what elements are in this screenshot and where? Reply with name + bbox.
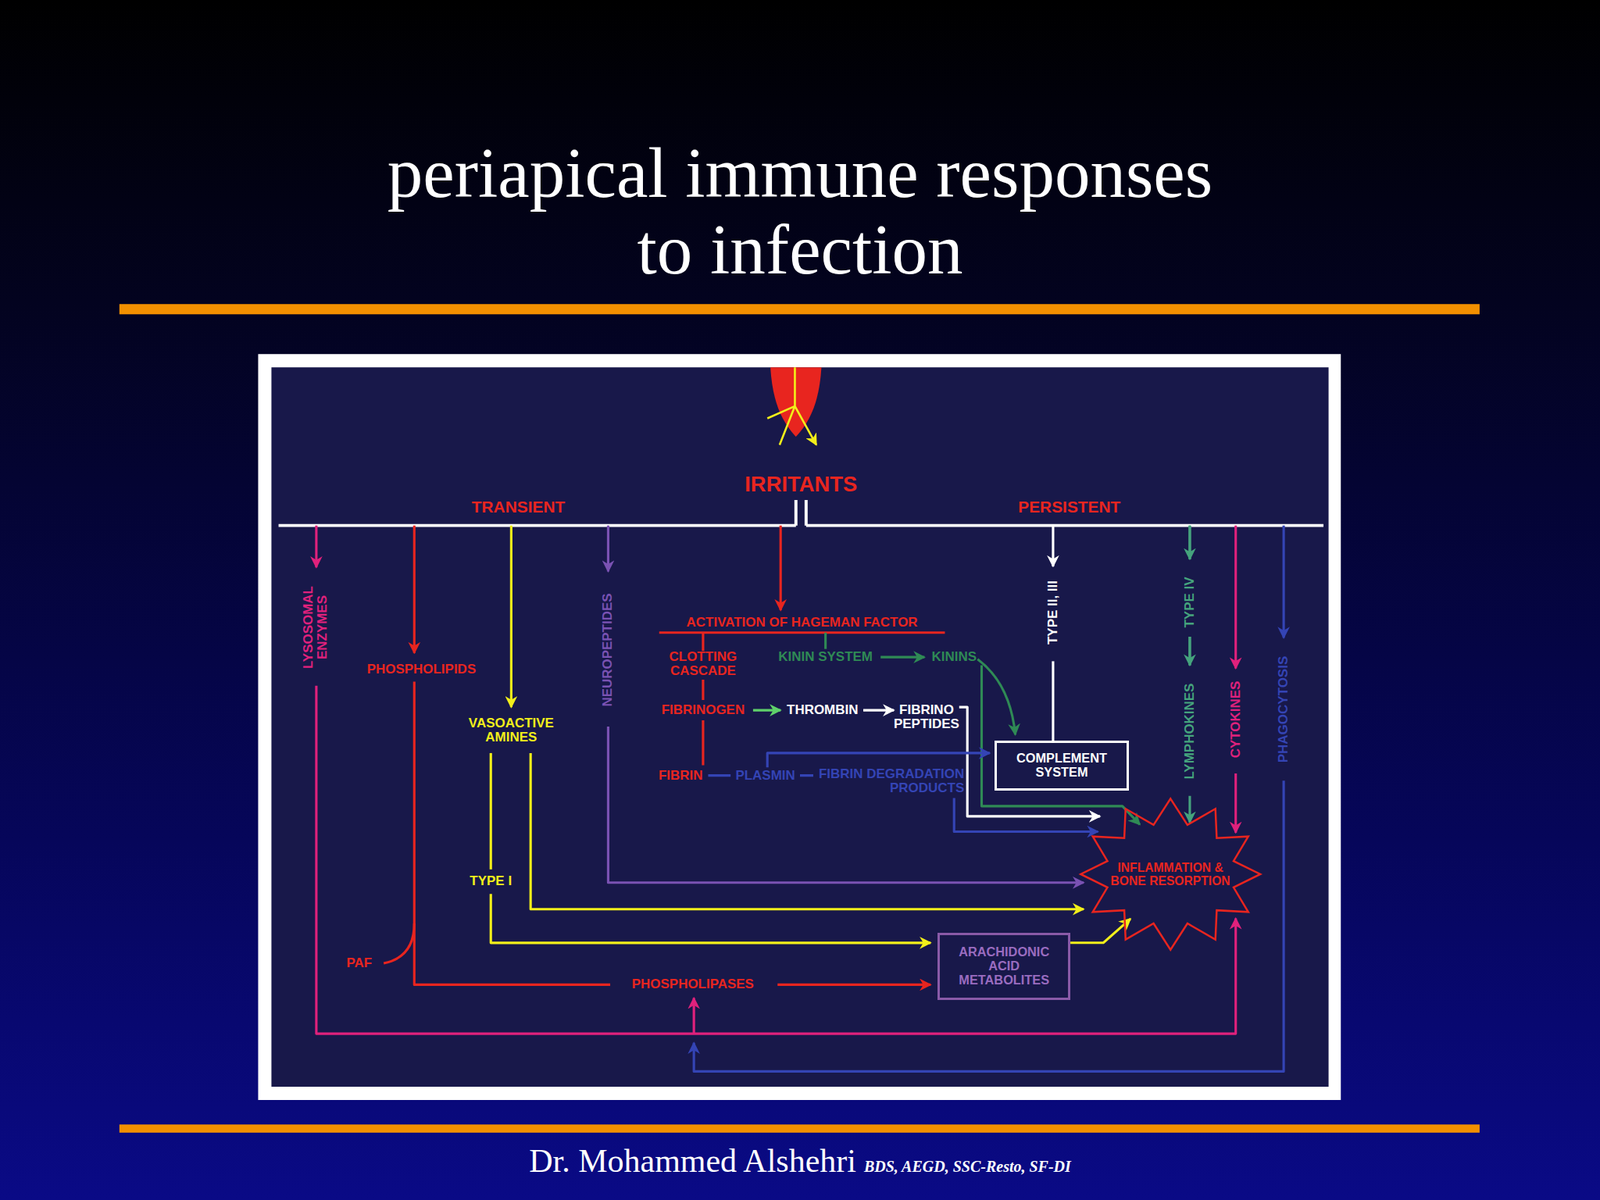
mediator-label: KININS xyxy=(931,650,977,665)
group-heading: IRRITANTS xyxy=(744,473,858,497)
mediator-label: THROMBIN xyxy=(786,703,858,718)
panel-frame xyxy=(257,353,1341,1100)
branch-heading: PERSISTENT xyxy=(1017,498,1121,516)
lysosomal-branch xyxy=(692,997,696,1034)
author-credentials: BDS, AEGD, SSC-Resto, SF-DI xyxy=(864,1157,1072,1176)
phospholipase-arrow xyxy=(777,983,931,986)
paf-curve xyxy=(383,923,415,964)
amine-arrow xyxy=(510,525,513,708)
mediator-label: FIBRINOGEN xyxy=(661,703,746,718)
mediator-label: FIBRIN xyxy=(658,768,704,783)
node-text: ARACHIDONIC ACID METABOLITES xyxy=(947,945,1061,988)
mediator-label: PHOSPHOLIPIDS xyxy=(367,662,477,677)
neuropeptide-arrow xyxy=(607,525,610,572)
rule-line xyxy=(119,303,1480,315)
hypersensitivity-label: TYPE II, III xyxy=(1046,580,1061,645)
type1-line xyxy=(489,753,493,870)
author-name: Dr. Mohammed Alshehri xyxy=(528,1142,857,1180)
mediator-label: VASOACTIVE AMINES xyxy=(462,716,560,745)
thrombin-arrow xyxy=(753,708,781,711)
kinin-inflammation-arrow xyxy=(981,665,1140,825)
mediator-label: PAF xyxy=(346,956,372,971)
degradation-line xyxy=(953,797,1098,832)
flow-arrow xyxy=(1070,918,1131,943)
rule-line xyxy=(119,1124,1480,1133)
branch-heading: TRANSIENT xyxy=(471,498,565,516)
mediator-label: LYMPHOKINES xyxy=(1182,683,1197,780)
mediator-label: CLOTTING CASCADE xyxy=(664,650,742,679)
neuropeptide-line xyxy=(607,726,1084,883)
footer-row: Dr. Mohammed Alshehri BDS, AEGD, SSC-Rest… xyxy=(0,1142,1600,1180)
process-box: COMPLEMENT SYSTEM xyxy=(994,740,1129,791)
mediator-label: PHOSPHOLIPASES xyxy=(632,977,754,992)
mediator-label: NEUROPEPTIDES xyxy=(601,592,616,707)
mediator-label: KININ SYSTEM xyxy=(778,650,873,665)
node-text: COMPLEMENT SYSTEM xyxy=(1000,751,1124,780)
mediator-label: LYSOSOMAL ENZYMES xyxy=(301,576,330,679)
type23-line xyxy=(1051,660,1054,741)
plasmin-complement-arrow xyxy=(767,753,990,768)
mediator-label: PLASMIN xyxy=(735,768,795,783)
process-box: ARACHIDONIC ACID METABOLITES xyxy=(937,932,1071,1000)
mediator-label: FIBRINO PEPTIDES xyxy=(890,703,962,732)
cytokine-arrow xyxy=(1234,773,1237,833)
kinin-tick xyxy=(824,632,827,650)
type1-arrow xyxy=(490,893,931,943)
hypersensitivity-label: TYPE IV xyxy=(1182,576,1197,628)
node-text: INFLAMMATION & BONE RESORPTION xyxy=(1101,860,1240,888)
lysosomal-arrow xyxy=(314,525,318,568)
lysosomal-line xyxy=(316,685,1236,1034)
burst-node: INFLAMMATION & BONE RESORPTION xyxy=(1079,797,1261,951)
hypersensitivity-label: TYPE I xyxy=(469,875,512,890)
mediator-label: FIBRIN DEGRADATION PRODUCTS xyxy=(810,767,965,797)
clotting-lines xyxy=(659,632,946,766)
kinin-arrow xyxy=(880,656,925,659)
kinin-complement-arrow xyxy=(977,659,1015,736)
type23-arrow xyxy=(1051,525,1054,567)
split-line xyxy=(278,500,1324,526)
hageman-arrow xyxy=(779,525,783,611)
phospholipid-line xyxy=(414,681,611,985)
mediator-label: CYTOKINES xyxy=(1228,680,1243,758)
mediator-label: ACTIVATION OF HAGEMAN FACTOR xyxy=(686,615,918,630)
cytokine-arrow xyxy=(1234,525,1237,669)
phagocytosis-line xyxy=(693,780,1284,1072)
irritant-rays xyxy=(767,367,817,445)
burst-shape xyxy=(1080,799,1261,950)
fibrinopeptide-arrow xyxy=(863,708,894,711)
type4-arrow xyxy=(1188,636,1191,666)
panel-background xyxy=(271,367,1329,1087)
phagocytosis-arrow xyxy=(1282,525,1286,639)
phospholipid-arrow xyxy=(413,525,416,654)
mediator-label: PHAGOCYTOSIS xyxy=(1276,656,1291,763)
type4-arrow xyxy=(1188,525,1191,560)
slide-title: periapical immune responses to infection xyxy=(366,135,1234,289)
